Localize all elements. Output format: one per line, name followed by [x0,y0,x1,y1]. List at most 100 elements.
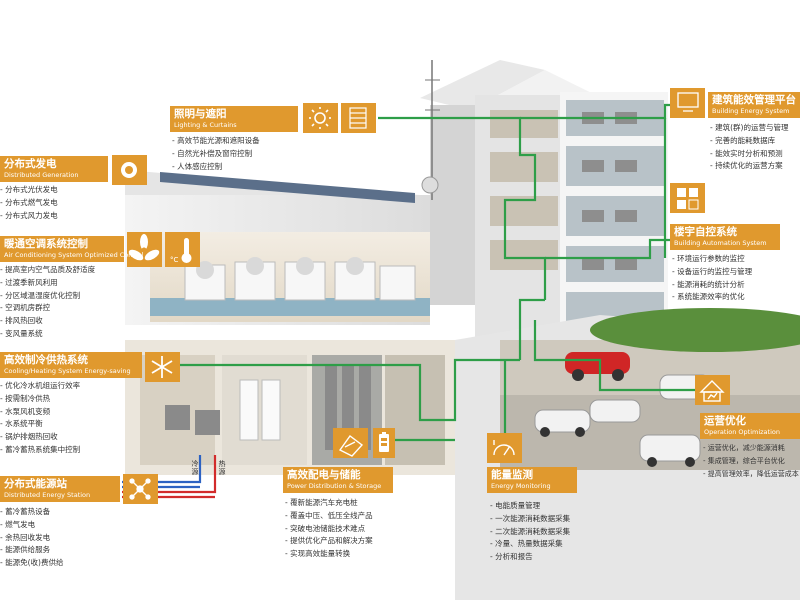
cold-pipe-label: 冷源 [191,460,199,476]
list-item: 分布式燃气发电 [0,197,58,210]
fan-icon [128,234,160,261]
list-item: 实现高效能量转换 [285,548,373,561]
list-item: 高效节能光源和遮阳设备 [172,135,260,148]
monitoring-list: 电能质量管理 一次能源消耗数据采集 二次能源消耗数据采集 冷量、热量数据采集 分… [490,500,570,564]
list-item: 按需制冷供热 [0,393,80,406]
list-item: 一次能源消耗数据采集 [490,513,570,526]
list-item: 余热回收发电 [0,532,63,545]
list-item: 分布式风力发电 [0,210,58,223]
monitoring-title: 能量监测 [491,469,533,481]
list-item: 能效实时分析和预测 [710,148,788,161]
svg-text:°C: °C [170,256,179,264]
hvac-subtitle: Air Conditioning System Optimized Contro… [4,251,144,259]
list-item: 覆新能源汽车充电桩 [285,497,373,510]
list-item: 排风热回收 [0,315,95,328]
list-item: 蓄冷蓄热设备 [0,506,63,519]
list-item: 蓄冷蓄热系统集中控制 [0,444,80,457]
bems-subtitle: Building Energy System [712,107,790,115]
ops-title: 运营优化 [704,415,746,427]
connection-lines [178,103,695,455]
monitoring-label: 能量监测 Energy Monitoring [487,467,577,493]
list-item: 提高室内空气品质及舒适度 [0,264,95,277]
station-subtitle: Distributed Energy Station [4,491,91,499]
power-label: 高效配电与储能 Power Distribution & Storage [283,467,393,493]
list-item: 分布式光伏发电 [0,184,58,197]
hvac-list: 提高室内空气品质及舒适度 过渡季新风利用 分区域温湿度优化控制 空调机房群控 排… [0,264,95,341]
list-item: 过渡季新风利用 [0,277,95,290]
hvac-title: 暖通空调系统控制 [4,238,88,250]
list-item: 运营优化，减少能源消耗 [703,442,799,455]
list-item: 设备运行的监控与管理 [672,266,752,279]
list-item: 能源消耗的统计分析 [672,279,752,292]
list-item: 冷量、热量数据采集 [490,538,570,551]
cooling-subtitle: Cooling/Heating System Energy-saving [4,367,131,375]
cooling-title: 高效制冷供热系统 [4,354,88,366]
lighting-label: 照明与遮阳 Lighting & Curtains [170,106,298,132]
sun-icon [309,107,331,129]
battery-icon [379,432,389,452]
list-item: 覆盖中压、低压全线产品 [285,510,373,523]
panel-icon [349,107,367,129]
computer-icon [677,92,699,112]
hot-pipe-label: 热源 [218,460,226,476]
list-item: 能源免(收)费供给 [0,557,63,570]
station-title: 分布式能源站 [4,478,67,490]
hvac-label: 暖通空调系统控制 Air Conditioning System Optimiz… [0,236,144,262]
list-item: 系统能源效率的优化 [672,291,752,304]
snowflake-icon [151,356,173,378]
house-icon [699,380,725,402]
list-item: 锅炉排烟热回收 [0,431,80,444]
solar-icon [121,162,137,178]
bems-list: 建筑(群)的运营与管理 完善的能耗数据库 能效实时分析和预测 持续优化的运营方案 [710,122,788,173]
bas-label: 楼宇自控系统 Building Automation System [670,224,780,250]
list-item: 空调机房群控 [0,302,95,315]
list-item: 完善的能耗数据库 [710,135,788,148]
list-item: 持续优化的运营方案 [710,160,788,173]
bems-title: 建筑能效管理平台 [712,94,796,106]
ops-label: 运营优化 Operation Optimization [700,413,800,439]
bas-title: 楼宇自控系统 [674,226,737,238]
list-item: 水泵风机变频 [0,406,80,419]
power-list: 覆新能源汽车充电桩 覆盖中压、低压全线产品 突破电池储能技术难点 提供优化产品和… [285,497,373,561]
red-car [565,352,630,381]
list-item: 优化冷水机组运行效率 [0,380,80,393]
lighting-subtitle: Lighting & Curtains [174,121,237,129]
distgen-title: 分布式发电 [4,158,57,170]
list-item: 提高管理效率，降低运营成本 [703,468,799,481]
power-box-icon [338,435,364,457]
podium-building [125,170,455,475]
list-item: 二次能源消耗数据采集 [490,526,570,539]
list-item: 提供优化产品和解决方案 [285,535,373,548]
list-item: 建筑(群)的运营与管理 [710,122,788,135]
bas-subtitle: Building Automation System [674,239,767,247]
power-title: 高效配电与储能 [287,469,361,481]
lighting-title: 照明与遮阳 [174,108,227,120]
cooling-list: 优化冷水机组运行效率 按需制冷供热 水泵风机变频 水系统平衡 锅炉排烟热回收 蓄… [0,380,80,457]
list-item: 自然光补偿及窗帘控制 [172,148,260,161]
building-control-icon [677,188,699,210]
station-label: 分布式能源站 Distributed Energy Station [0,476,120,502]
network-icon [129,478,151,500]
list-item: 燃气发电 [0,519,63,532]
station-list: 蓄冷蓄热设备 燃气发电 余热回收发电 能源供给服务 能源免(收)费供给 [0,506,63,570]
list-item: 变风量系统 [0,328,95,341]
list-item: 水系统平衡 [0,418,80,431]
bas-list: 环境运行参数的监控 设备运行的监控与管理 能源消耗的统计分析 系统能源效率的优化 [672,253,752,304]
distgen-label: 分布式发电 Distributed Generation [0,156,108,182]
bems-label: 建筑能效管理平台 Building Energy System [708,92,800,118]
list-item: 集成管理，综合平台优化 [703,455,799,468]
list-item: 分析和报告 [490,551,570,564]
ops-subtitle: Operation Optimization [704,428,780,436]
monitoring-subtitle: Energy Monitoring [491,482,551,490]
meter-icon [493,440,515,456]
list-item: 人体感应控制 [172,161,260,174]
lighting-list: 高效节能光源和遮阳设备 自然光补偿及窗帘控制 人体感应控制 [172,135,260,173]
thermometer-icon: °C [170,238,192,264]
power-subtitle: Power Distribution & Storage [287,482,382,490]
distgen-list: 分布式光伏发电 分布式燃气发电 分布式风力发电 [0,184,58,222]
list-item: 能源供给服务 [0,544,63,557]
list-item: 突破电池储能技术难点 [285,523,373,536]
distgen-subtitle: Distributed Generation [4,171,79,179]
ops-list: 运营优化，减少能源消耗 集成管理，综合平台优化 提高管理效率，降低运营成本 [703,442,799,480]
cooling-label: 高效制冷供热系统 Cooling/Heating System Energy-s… [0,352,142,378]
